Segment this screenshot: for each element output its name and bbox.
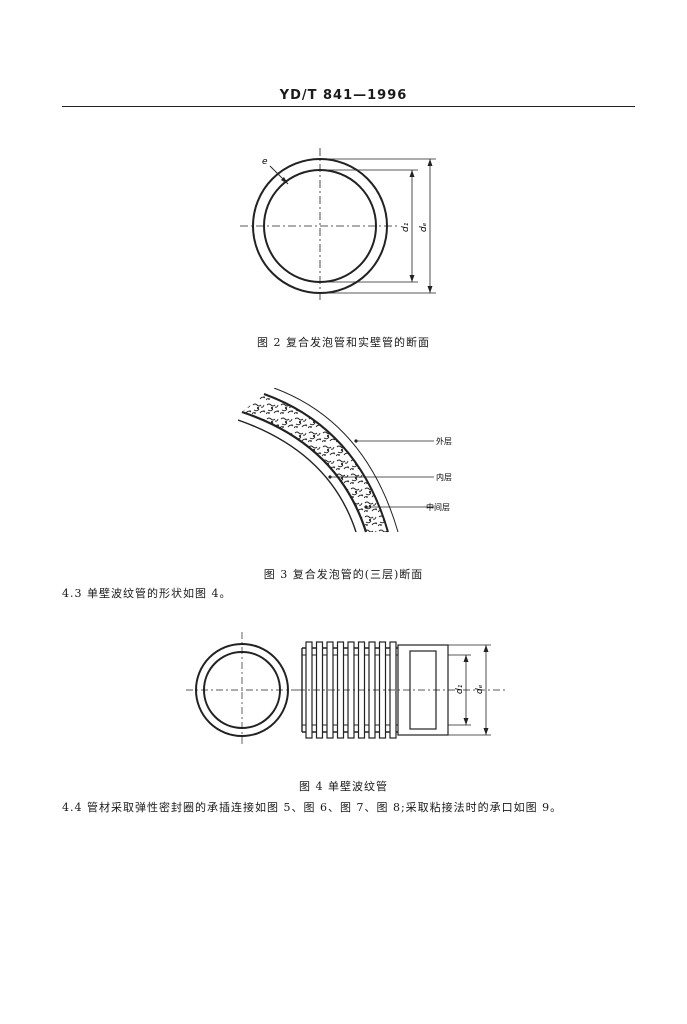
label-inner-layer: 内层 <box>436 472 452 482</box>
figure-2-caption: 图 2 复合发泡管和实壁管的断面 <box>257 336 430 349</box>
figure-3-caption: 图 3 复合发泡管的(三层)断面 <box>263 568 424 581</box>
middle-layer <box>242 394 388 532</box>
outer-layer <box>263 393 389 533</box>
header-rule <box>62 106 635 107</box>
label-outer-layer: 外层 <box>436 436 452 446</box>
label-d1: d₁ <box>401 222 411 232</box>
paragraph-4-4: 4.4 管材采取弹性密封圈的承插连接如图 5、图 6、图 7、图 8;采取粘接法… <box>62 801 563 814</box>
figure-4-caption: 图 4 单壁波纹管 <box>299 780 388 793</box>
inner-layer <box>241 410 368 533</box>
figure-2-diagram: e d₁ dₑ <box>240 148 436 302</box>
label-d1: d₁ <box>455 684 465 694</box>
label-de: dₑ <box>419 222 429 232</box>
label-de: dₑ <box>475 684 485 694</box>
standard-header: YD/T 841—1996 <box>279 88 408 103</box>
figure-4-diagram: d₁ dₑ <box>186 632 508 744</box>
label-e: e <box>262 157 268 167</box>
label-middle-layer: 中间层 <box>426 502 450 512</box>
figure-3-diagram: 外层 内层 中间层 <box>238 388 452 533</box>
paragraph-4-3: 4.3 单壁波纹管的形状如图 4。 <box>62 587 232 600</box>
